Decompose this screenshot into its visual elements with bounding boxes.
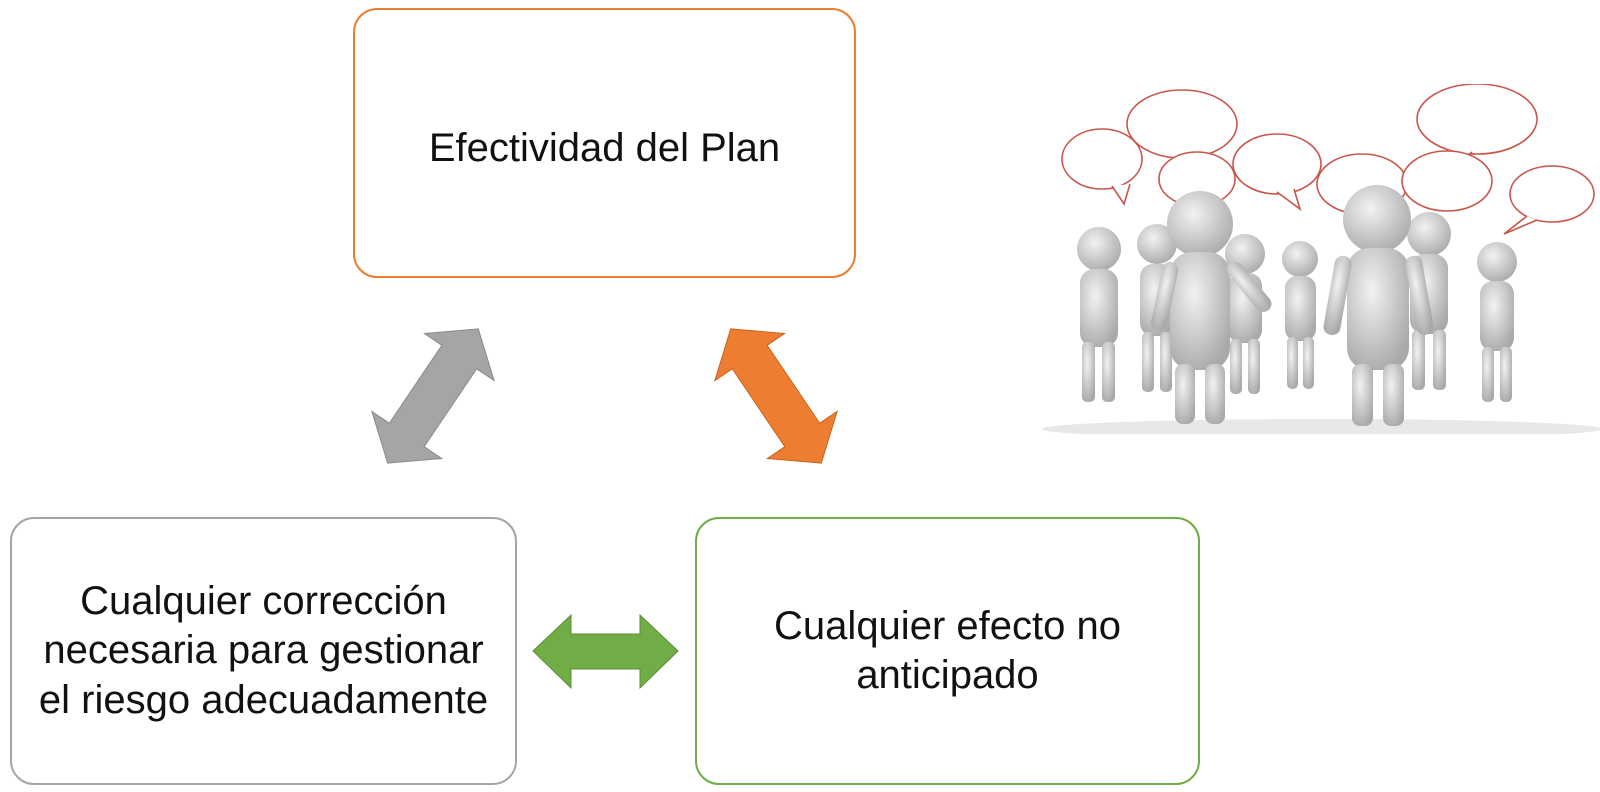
box-efecto-no-anticipado: Cualquier efecto no anticipado [695,517,1200,785]
box-correccion-necesaria: Cualquier corrección necesaria para gest… [10,517,517,785]
green-double-arrow [532,613,679,690]
gray-double-arrow [371,328,495,464]
box-efectividad-del-plan: Efectividad del Plan [353,8,856,278]
orange-double-arrow [714,328,838,464]
people-with-speech-bubbles-illustration [1042,84,1600,434]
